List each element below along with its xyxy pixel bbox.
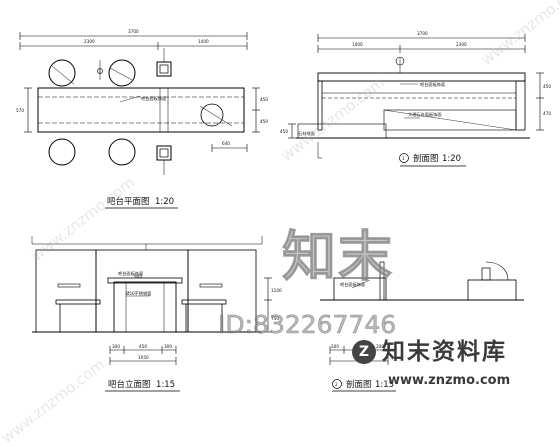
section1-view: 3700 1400 2300 吧台面板饰面 大理石台面板饰面 石材地面 450 …: [280, 31, 551, 167]
section2-dim-d3: 200: [376, 344, 384, 349]
brand-name: 知末资料库: [382, 339, 507, 365]
section1-dim-h1: 450: [543, 84, 551, 89]
id-watermark: ID:832267746: [218, 310, 397, 339]
elevation-title: 吧台立面图: [108, 379, 151, 390]
elevation-dim-h1: 1100: [271, 288, 282, 293]
section2-scale: 1:15: [375, 380, 394, 390]
section2-dim-d1: 200: [331, 344, 339, 349]
plan-dim-h2: 450: [260, 119, 268, 124]
plan-dim-left: 2300: [84, 39, 95, 44]
elevation-dim-top: 900: [134, 274, 142, 279]
section1-dim-left: 1400: [352, 42, 363, 47]
section1-dim-total: 3700: [417, 31, 428, 36]
section1-scale: 1:20: [442, 154, 461, 164]
plan-view: 3700 2300 1400 1 吧台面板饰面: [16, 29, 268, 209]
elevation-dim-total: 1050: [138, 355, 149, 360]
elevation-dim-h2: 750: [271, 316, 279, 321]
section1-dim-right: 2300: [456, 42, 467, 47]
section1-note-1: 吧台面板饰面: [420, 81, 445, 88]
section1-dim-v1: 450: [280, 129, 288, 134]
elevation-scale: 1:15: [156, 380, 175, 390]
brand-watermark: 知末: [282, 225, 394, 288]
elevation-dim-d2: 450: [139, 344, 147, 349]
elevation-dim-d3: 300: [164, 344, 172, 349]
section1-title: 剖面图: [413, 153, 439, 164]
elevation-view: Ø50不锈钢管 吧台面板饰面 900 1100 750 300 450 300 …: [31, 236, 282, 392]
section1-note-3: 石材地面: [298, 130, 315, 137]
plan-dim-side: 640: [222, 141, 230, 146]
elevation-dim-d1: 300: [112, 344, 120, 349]
brand-url: www.znzmo.com: [388, 373, 511, 388]
plan-dim-total: 3700: [128, 29, 139, 34]
section2-title: 剖面图: [346, 379, 372, 390]
section2-title-mark: 2: [335, 382, 338, 387]
elevation-note-1: Ø50不锈钢管: [126, 290, 151, 297]
plan-dim-right: 1400: [198, 39, 209, 44]
section1-note-2: 大理石台面板饰面: [408, 111, 442, 118]
plan-dim-h1: 450: [260, 97, 268, 102]
plan-dim-h3: 570: [16, 108, 24, 113]
section2-note-1: 吧台面板饰面: [340, 281, 365, 288]
section1-title-mark: 1: [402, 156, 405, 161]
plan-title: 吧台平面图: [107, 196, 150, 207]
plan-scale: 1:20: [155, 197, 174, 207]
plan-note-1: 吧台面板饰面: [141, 95, 166, 102]
elevation-note-2: 吧台面板饰面: [118, 270, 143, 277]
section1-dim-h2: 470: [543, 111, 551, 116]
plan-section-mark: 1: [99, 69, 102, 74]
brand-logo-icon: Z: [352, 340, 376, 364]
